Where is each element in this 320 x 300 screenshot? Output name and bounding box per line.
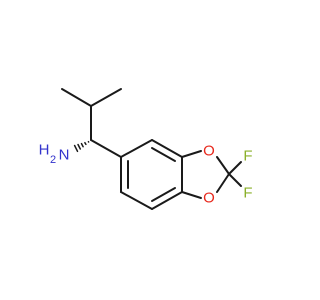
fluorine-top-label: F xyxy=(243,148,252,165)
fluorine-bottom-label: F xyxy=(243,185,252,202)
bond-chiral-c-ring xyxy=(90,139,122,158)
hashed-wedge-bond-amine xyxy=(73,140,90,153)
amine-group-label: H 2 N xyxy=(39,142,70,167)
difluorodioxole-ring xyxy=(181,150,242,199)
amine-h-label: H xyxy=(39,142,50,159)
oxygen-bottom-label: O xyxy=(203,190,215,207)
molecule-structure-diagram: H 2 N O O F F xyxy=(39,88,253,210)
benzene-ring xyxy=(120,139,183,210)
amine-nitrogen-label: N xyxy=(59,147,70,164)
bond-isopropyl-ch-methyl2 xyxy=(90,88,122,107)
oxygen-top-label: O xyxy=(203,143,215,160)
bond-methyl1-isopropyl-ch xyxy=(61,88,92,107)
amine-h-count-label: 2 xyxy=(50,154,56,166)
